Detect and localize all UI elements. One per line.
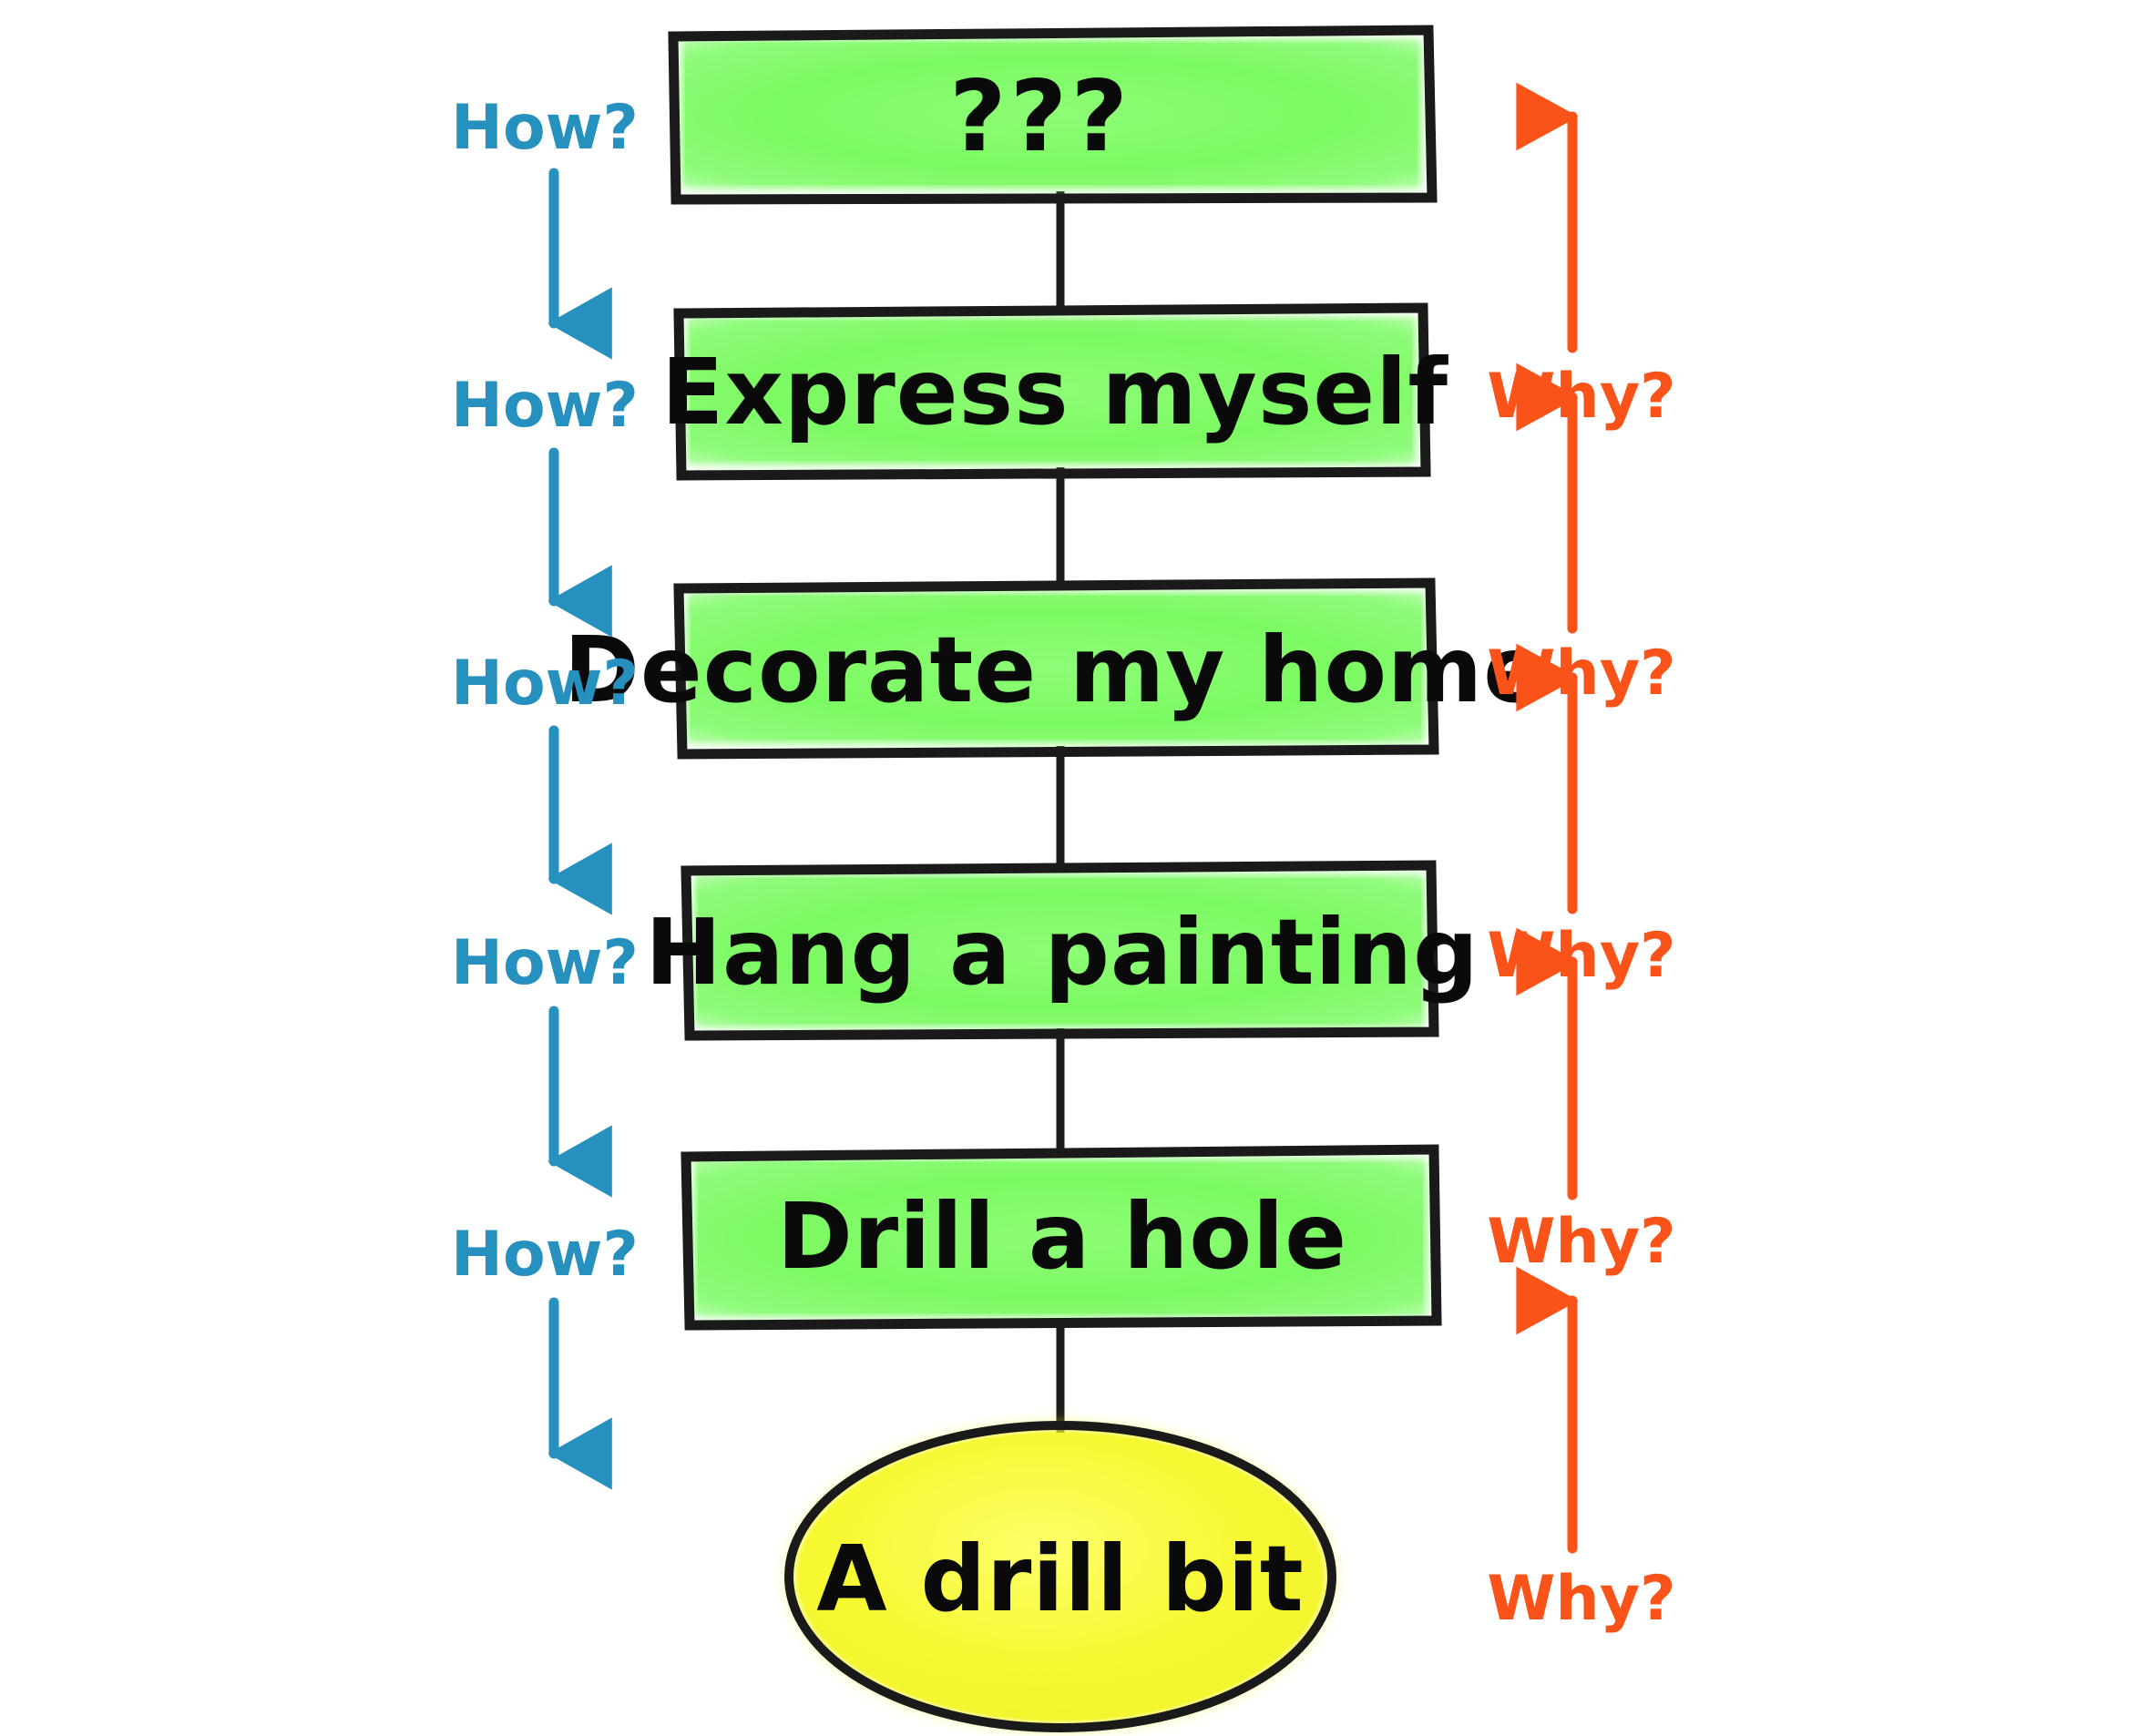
why-label-2: Why? [1487,638,1675,710]
how-track: How? How? How? How? How? [451,92,639,1490]
why-label-1: Why? [1487,361,1675,433]
node-ellipse-6-fill-core [798,1433,1323,1721]
node-box-4-label: Hang a painting [645,899,1479,1006]
why-label-3: Why? [1487,920,1675,992]
node-box-3[interactable]: Decorate my home [564,577,1546,760]
why-track: Why? Why? Why? Why? Why? [1487,82,1676,1635]
node-box-4-fill-core [698,878,1421,1024]
node-box-2-outline [673,302,1431,481]
node-box-2-fill-core [691,321,1412,461]
node-box-1-label: ??? [949,60,1131,174]
node-box-2[interactable]: Express myself [661,302,1448,481]
node-box-3-fill-core [691,596,1421,740]
node-ellipse-6[interactable]: A drill bit [784,1421,1336,1732]
node-ellipse-6-label: A drill bit [816,1526,1304,1632]
node-ellipse-6-outline [784,1421,1336,1732]
node-box-4[interactable]: Hang a painting [645,860,1479,1041]
how-label-4: How? [451,927,639,999]
node-box-1-fill-core [685,43,1417,185]
node-box-5[interactable]: Drill a hole [681,1144,1442,1331]
node-box-3-outline [673,577,1439,760]
how-label-5: How? [451,1219,639,1291]
how-label-3: How? [451,648,639,720]
why-label-4: Why? [1487,1206,1675,1278]
node-box-5-outline [681,1144,1442,1331]
node-box-1[interactable]: ??? [668,25,1438,205]
why-label-5: Why? [1487,1563,1675,1635]
how-label-2: How? [451,370,639,442]
node-box-1-outline [668,25,1438,205]
node-box-2-label: Express myself [661,339,1448,445]
node-box-4-outline [681,860,1439,1041]
node-box-5-fill-core [698,1162,1423,1313]
how-label-1: How? [451,92,639,164]
node-box-3-label: Decorate my home [564,617,1546,723]
node-box-5-label: Drill a hole [777,1183,1347,1290]
